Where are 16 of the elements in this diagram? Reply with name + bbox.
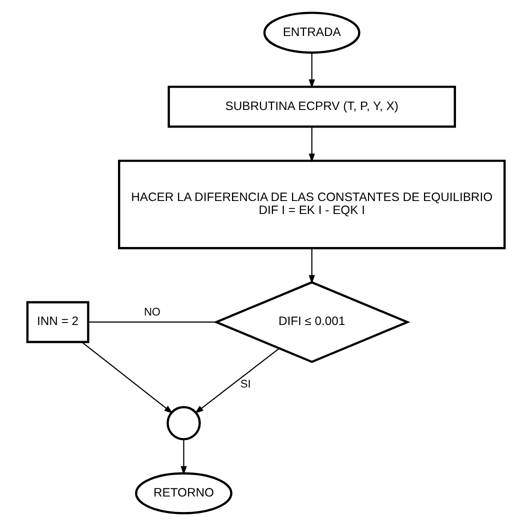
node-diamond: DIFI ≤ 0.001 bbox=[213, 281, 410, 364]
edge-label: SI bbox=[240, 378, 251, 390]
node-box: HACER LA DIFERENCIA DE LAS CONSTANTES DE EQUILIBRIO DIF I = EK I - EQK I bbox=[118, 160, 506, 250]
edge-label: NO bbox=[144, 306, 161, 318]
arrow bbox=[180, 439, 187, 475]
arrow bbox=[308, 248, 315, 284]
arrow bbox=[308, 126, 315, 162]
arrow bbox=[308, 52, 315, 88]
node-box: SUBRUTINA ECPRV (T, P, Y, X) bbox=[168, 86, 456, 128]
arrow bbox=[194, 348, 280, 414]
node-ellipse: ENTRADA bbox=[263, 12, 360, 54]
node-box: INN = 2 bbox=[26, 301, 90, 344]
connector bbox=[88, 322, 216, 323]
arrow bbox=[81, 342, 173, 414]
node-circle bbox=[166, 406, 201, 440]
node-ellipse: RETORNO bbox=[135, 472, 232, 514]
